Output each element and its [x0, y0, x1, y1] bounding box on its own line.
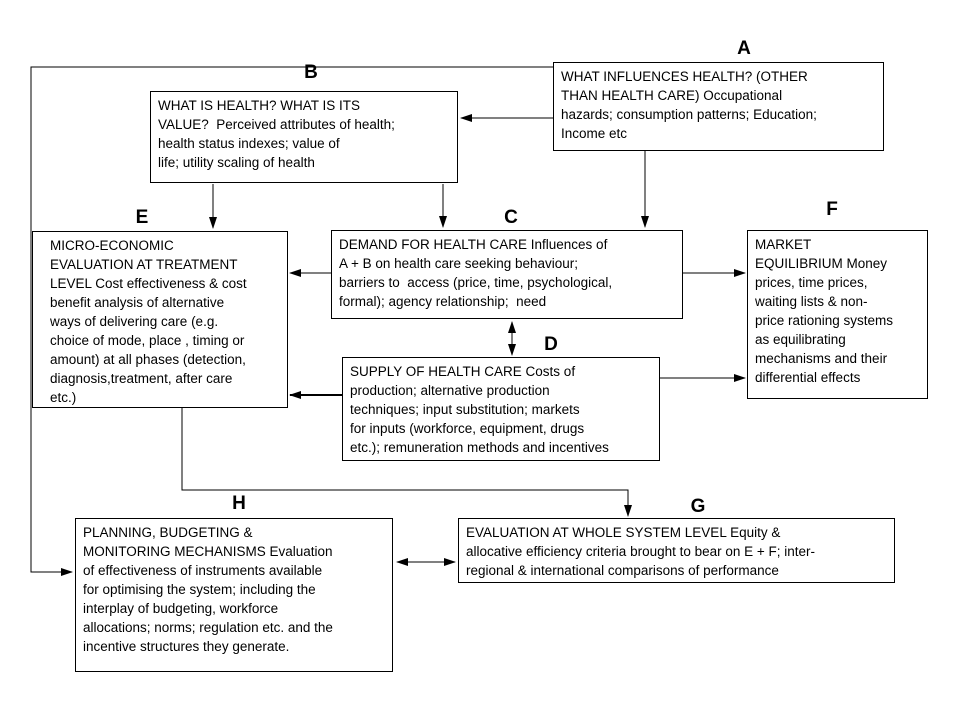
- node-e-label: E: [135, 207, 149, 228]
- node-b-what-is-health-box: WHAT IS HEALTH? WHAT IS ITS VALUE? Perce…: [150, 91, 458, 183]
- node-f-market-equilibrium-box: MARKET EQUILIBRIUM Money prices, time pr…: [747, 230, 928, 399]
- node-c-label: C: [504, 207, 518, 228]
- node-h-planning-budgeting-monitoring-box: PLANNING, BUDGETING & MONITORING MECHANI…: [75, 518, 393, 672]
- arrow-a-to-h-icon: [30, 66, 553, 576]
- arrow-e-to-g-icon: [181, 408, 632, 517]
- node-h-label: H: [232, 493, 246, 514]
- node-e-micro-economic-evaluation-box: MICRO-ECONOMIC EVALUATION AT TREATMENT L…: [32, 231, 288, 408]
- node-b-label: B: [304, 62, 318, 83]
- node-d-label: D: [544, 334, 558, 355]
- node-g-whole-system-evaluation-box: EVALUATION AT WHOLE SYSTEM LEVEL Equity …: [458, 518, 895, 583]
- node-f-label: F: [826, 199, 838, 220]
- node-d-supply-of-health-care-box: SUPPLY OF HEALTH CARE Costs of productio…: [342, 357, 660, 461]
- node-c-demand-for-health-care-box: DEMAND FOR HEALTH CARE Influences of A +…: [331, 230, 683, 319]
- node-g-label: G: [690, 496, 706, 517]
- node-a-label: A: [737, 38, 751, 59]
- node-a-influences-on-health-box: WHAT INFLUENCES HEALTH? (OTHER THAN HEAL…: [553, 62, 884, 151]
